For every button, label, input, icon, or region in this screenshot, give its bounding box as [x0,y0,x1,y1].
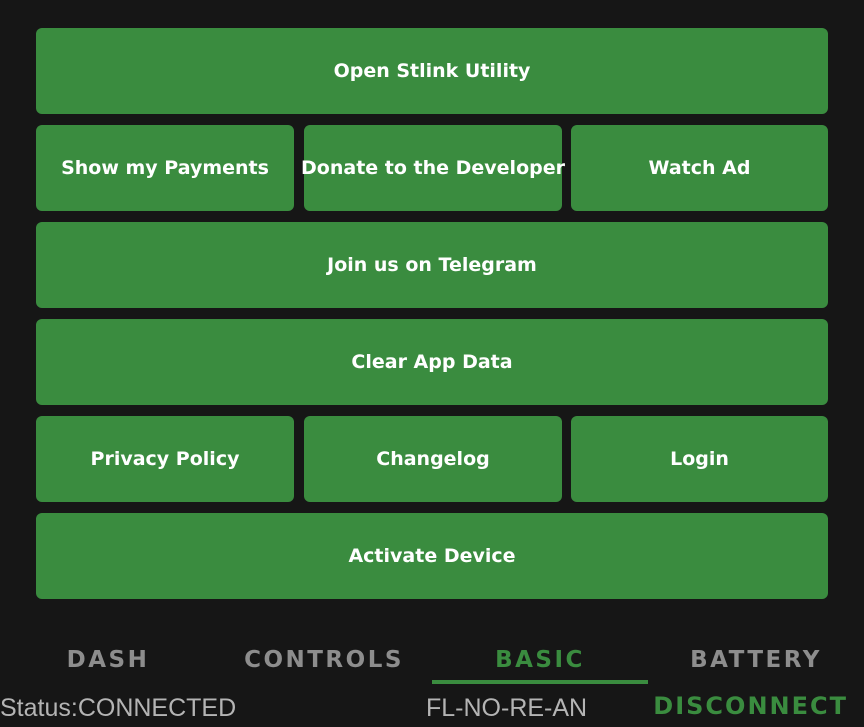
tab-dash[interactable]: DASH [66,647,150,673]
disconnect-button[interactable]: DISCONNECT [653,692,848,720]
tab-controls[interactable]: CONTROLS [244,647,404,673]
donate-to-developer-button[interactable]: Donate to the Developer [301,125,565,211]
privacy-policy-button[interactable]: Privacy Policy [36,416,294,502]
tab-basic[interactable]: BASIC [495,647,585,673]
activate-device-button[interactable]: Activate Device [36,513,828,599]
clear-app-data-button[interactable]: Clear App Data [36,319,828,405]
show-my-payments-button[interactable]: Show my Payments [36,125,294,211]
login-button[interactable]: Login [571,416,828,502]
changelog-button[interactable]: Changelog [304,416,562,502]
tab-battery[interactable]: BATTERY [690,647,822,673]
connection-status: Status:CONNECTED [0,694,237,722]
open-stlink-utility-button[interactable]: Open Stlink Utility [36,28,828,114]
watch-ad-button[interactable]: Watch Ad [571,125,828,211]
active-tab-indicator [432,680,648,684]
join-telegram-button[interactable]: Join us on Telegram [36,222,828,308]
status-bar: Status:CONNECTED FL-NO-RE-AN DISCONNECT [0,688,864,727]
device-name: FL-NO-RE-AN [426,694,588,722]
tab-bar: DASH CONTROLS BASIC BATTERY [0,636,864,686]
